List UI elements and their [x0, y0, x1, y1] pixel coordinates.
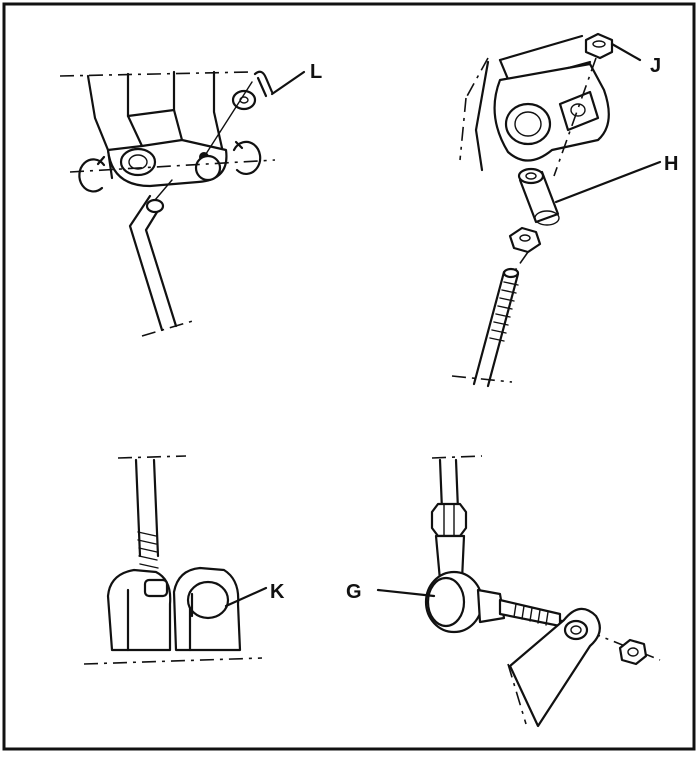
panel-ball-joint — [376, 455, 661, 728]
label-J: J — [650, 55, 661, 77]
panel-threaded-stud — [451, 32, 662, 388]
label-G: G — [346, 581, 362, 603]
panel-clevis-rod — [83, 455, 268, 665]
panel-clevis-clips — [59, 70, 306, 337]
label-K: K — [270, 581, 285, 603]
label-H: H — [664, 153, 678, 175]
label-L: L — [310, 61, 322, 83]
